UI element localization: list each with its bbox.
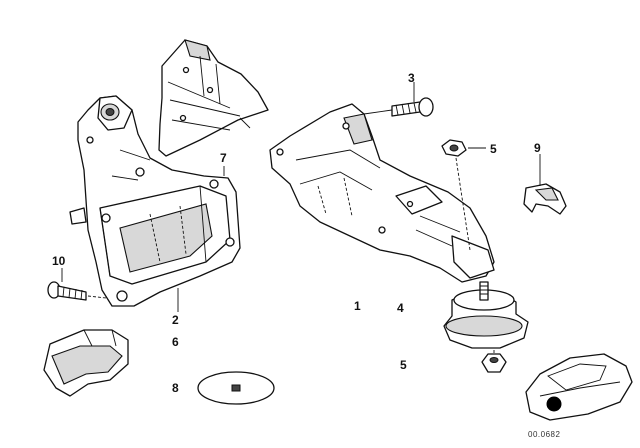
left-support-bracket-part [69, 95, 241, 307]
bolt-part-3 [363, 97, 434, 117]
label-6: 6 [172, 335, 179, 349]
engine-mount-part-4 [443, 281, 529, 349]
nut-part-5-bottom [481, 350, 507, 373]
label-4: 4 [397, 301, 404, 315]
label-2: 2 [172, 313, 179, 327]
heat-shield-bracket-part [158, 39, 269, 157]
location-marker-icon [546, 396, 562, 412]
drawing-code: 00.0682 [528, 430, 561, 439]
label-9: 9 [534, 141, 541, 155]
label-3: 3 [408, 71, 415, 85]
label-7: 7 [220, 151, 227, 165]
disc-part-8 [197, 371, 275, 405]
label-5-top: 5 [490, 142, 497, 156]
right-support-bracket-part [269, 103, 495, 283]
label-10: 10 [52, 254, 66, 268]
label-5-bottom: 5 [400, 358, 407, 372]
bolt-part-10 [47, 281, 107, 301]
clip-part-9 [523, 183, 567, 215]
car-location-thumbnail [525, 353, 633, 421]
label-8: 8 [172, 381, 179, 395]
nut-part-5-top [441, 139, 471, 251]
heat-shield-part-6 [43, 329, 129, 397]
label-1: 1 [354, 299, 361, 313]
